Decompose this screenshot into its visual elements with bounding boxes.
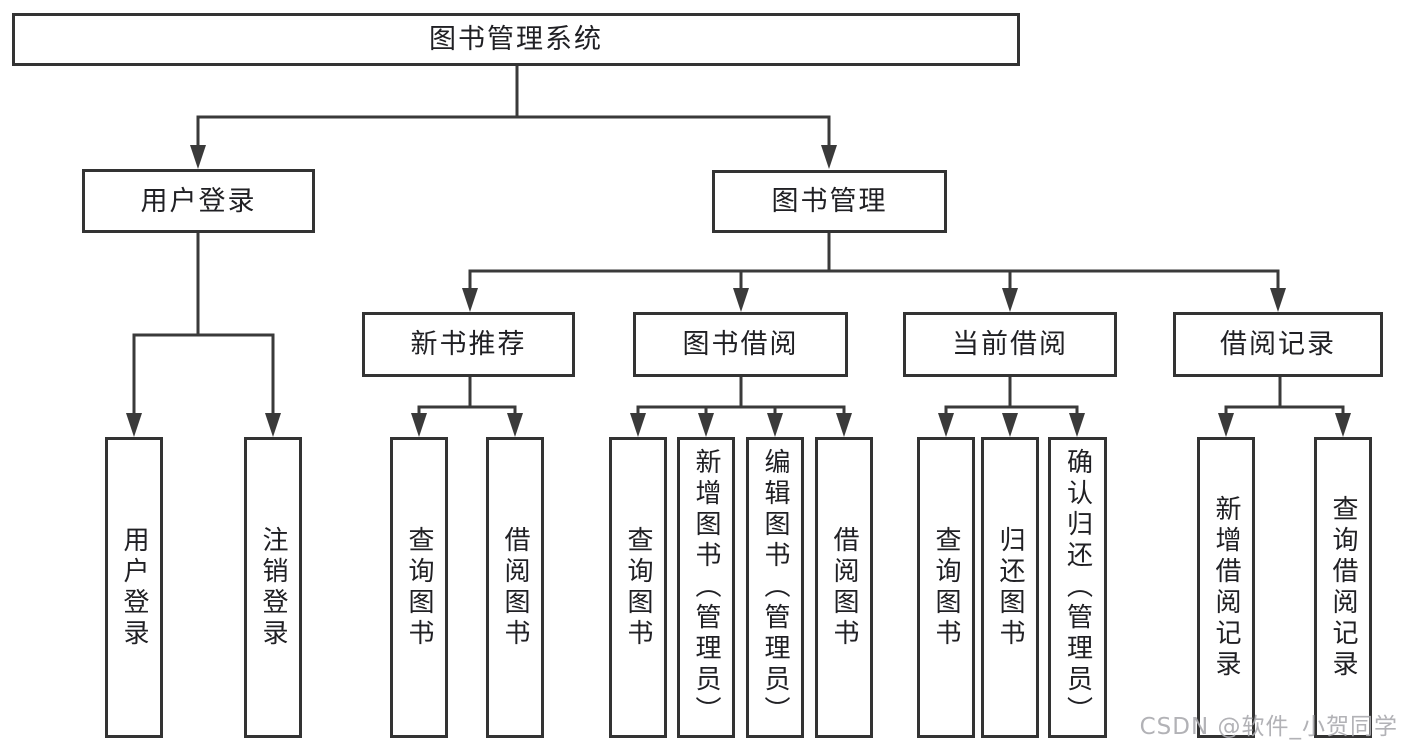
leaf-edit-books-admin: 编辑图书（管理员） <box>746 437 804 738</box>
node-new-book-recommend: 新书推荐 <box>362 312 575 377</box>
connector-borrow-to-leaves <box>636 377 846 418</box>
node-borrow-records: 借阅记录 <box>1173 312 1383 377</box>
leaf-query-books-borrow: 查询图书 <box>609 437 667 738</box>
connector-userlogin-to-leaves <box>132 233 275 418</box>
leaf-return-books: 归还图书 <box>981 437 1039 738</box>
leaf-confirm-return-admin: 确认归还（管理员） <box>1048 437 1107 738</box>
connector-bookmgmt-to-level3 <box>468 233 1280 291</box>
connector-record-to-leaves <box>1224 377 1345 418</box>
node-book-borrowing: 图书借阅 <box>633 312 848 377</box>
leaf-query-borrow-record: 查询借阅记录 <box>1314 437 1372 738</box>
csdn-watermark: CSDN @软件_小贺同学 <box>1139 714 1398 740</box>
leaf-query-books-recommend: 查询图书 <box>390 437 448 738</box>
connector-root-to-level2 <box>196 66 831 149</box>
leaf-logout: 注销登录 <box>244 437 302 738</box>
node-current-borrowing: 当前借阅 <box>903 312 1117 377</box>
leaf-add-borrow-record: 新增借阅记录 <box>1197 437 1255 738</box>
leaf-add-books-admin: 新增图书（管理员） <box>677 437 735 738</box>
node-user-login: 用户登录 <box>82 169 315 233</box>
leaf-borrow-books: 借阅图书 <box>815 437 873 738</box>
leaf-borrow-books-recommend: 借阅图书 <box>486 437 544 738</box>
leaf-user-login: 用户登录 <box>105 437 163 738</box>
node-book-management: 图书管理 <box>712 170 947 233</box>
leaf-query-books-current: 查询图书 <box>917 437 975 738</box>
arrowheads <box>126 145 1351 437</box>
connector-current-to-leaves <box>944 377 1079 418</box>
connector-newbook-to-leaves <box>417 377 517 418</box>
node-root-library-system: 图书管理系统 <box>12 13 1020 66</box>
